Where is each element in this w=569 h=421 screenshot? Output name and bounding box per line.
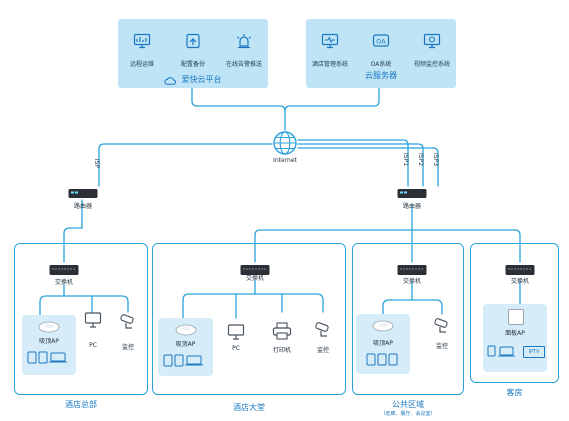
camera-icon xyxy=(118,314,138,330)
cloud-platform-title: 爱快云平台 xyxy=(118,69,268,89)
ap-box: 吸顶AP xyxy=(356,314,410,374)
monitor-chart-icon xyxy=(133,33,151,49)
zone-hotel-hq xyxy=(14,243,148,395)
ap-box: 吸顶AP xyxy=(22,315,76,375)
server-item-hotel-mgmt: 酒店管理系统 xyxy=(298,33,362,70)
zone-title: 酒店大堂 xyxy=(233,403,265,412)
router-right-label: 路由器 xyxy=(402,203,421,210)
router-icon xyxy=(397,186,427,200)
client-devices-icon xyxy=(487,345,515,357)
ap-label: 面板AP xyxy=(505,330,525,337)
server-item-oa: OA OA系统 xyxy=(349,33,413,70)
ap-box: 面板AP IPTV xyxy=(483,304,547,372)
cloud-item-label: 远程运维 xyxy=(129,61,154,68)
zone-public-area xyxy=(352,243,464,395)
device-label: 监控 xyxy=(316,347,329,354)
cloud-platform-panel: 远程运维 配置备份 在线告警推送 爱快云平台 xyxy=(118,19,268,88)
zone-title: 酒店总部 xyxy=(65,400,97,409)
cloud-item-label: 配置备份 xyxy=(180,61,205,68)
isp3-label: ISP3 xyxy=(432,152,440,167)
zone-subtitle: （走廊、餐厅、会议室） xyxy=(380,411,436,417)
iptv-icon: IPTV xyxy=(523,346,545,358)
zone-title: 公共区域 xyxy=(392,400,424,409)
cloud-icon xyxy=(164,70,177,89)
server-item-label: 视频监控系统 xyxy=(413,61,450,68)
isp-label: ISP xyxy=(93,158,101,169)
ap-label: 吸顶AP xyxy=(175,341,196,348)
switch-label: 交换机 xyxy=(402,278,421,285)
switch-label: 交换机 xyxy=(245,275,264,282)
ceiling-ap-icon xyxy=(38,321,60,333)
ap-label: 吸顶AP xyxy=(373,340,393,347)
oa-badge-icon: OA xyxy=(372,34,390,47)
cloud-item-config-backup: 配置备份 xyxy=(161,33,225,70)
svg-text:OA: OA xyxy=(376,37,386,45)
switch-icon xyxy=(240,262,270,276)
client-devices-icon xyxy=(366,353,398,366)
device-label: 监控 xyxy=(435,343,448,350)
ceiling-ap-icon xyxy=(372,320,394,332)
pc-icon xyxy=(84,312,102,328)
switch-icon xyxy=(397,262,427,276)
server-item-label: OA系统 xyxy=(370,61,392,68)
camera-icon xyxy=(313,322,333,338)
cloud-server-title: 云服务器 xyxy=(365,71,397,80)
cloud-item-label: 在线告警推送 xyxy=(225,61,262,68)
zone-hotel-lobby xyxy=(152,243,346,395)
isp2-label: ISP2 xyxy=(417,152,425,167)
server-item-video: 视频监控系统 xyxy=(400,33,464,70)
switch-label: 交换机 xyxy=(510,278,529,285)
cloud-server-panel: 酒店管理系统 OA OA系统 视频监控系统 云服务器 xyxy=(306,19,456,88)
server-item-label: 酒店管理系统 xyxy=(311,61,348,68)
router-icon xyxy=(68,186,98,200)
backup-icon xyxy=(186,33,200,49)
client-devices-icon xyxy=(163,354,203,367)
device-label: PC xyxy=(89,342,97,349)
ap-label: 吸顶AP xyxy=(39,338,59,345)
ap-box: 吸顶AP xyxy=(158,318,213,376)
zone-guest-room xyxy=(470,243,559,383)
router-left-label: 路由器 xyxy=(73,203,92,210)
internet-node xyxy=(272,130,298,156)
camera-icon xyxy=(432,318,452,334)
isp1-label: ISP1 xyxy=(402,152,410,167)
printer-icon xyxy=(272,322,292,340)
pc-icon xyxy=(227,324,245,340)
device-label: 打印机 xyxy=(272,347,291,354)
device-label: 监控 xyxy=(121,344,134,351)
switch-icon xyxy=(505,262,535,276)
internet-label: Internet xyxy=(273,157,297,164)
switch-label: 交换机 xyxy=(54,279,73,286)
client-devices-icon xyxy=(27,351,67,364)
cloud-item-remote-ops: 远程运维 xyxy=(110,33,174,70)
alert-lamp-icon xyxy=(237,34,251,49)
switch-icon xyxy=(49,262,79,276)
camera-screen-icon xyxy=(423,33,441,49)
panel-ap-icon xyxy=(508,309,524,325)
device-label: PC xyxy=(232,345,240,352)
ceiling-ap-icon xyxy=(175,324,197,336)
cloud-item-alert-push: 在线告警推送 xyxy=(212,33,276,70)
globe-icon xyxy=(273,131,297,155)
zone-title: 客房 xyxy=(506,388,523,397)
hotel-screen-icon xyxy=(321,33,339,49)
